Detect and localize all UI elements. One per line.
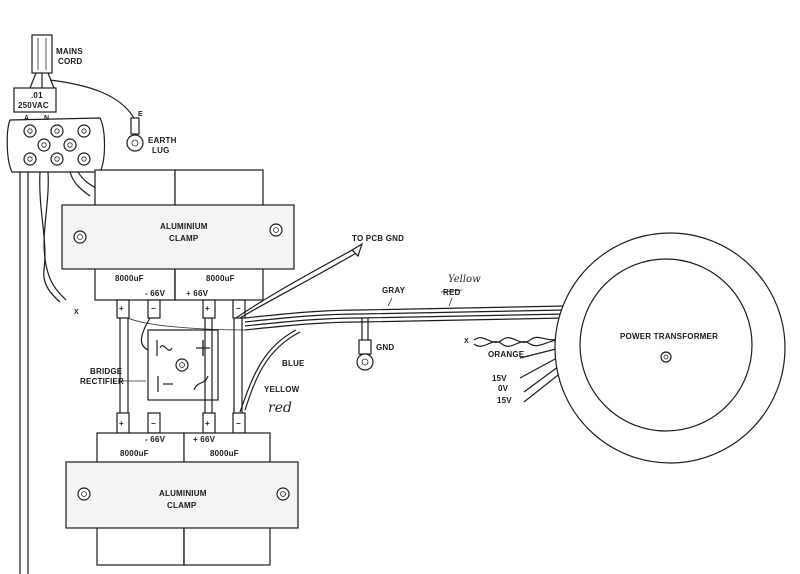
mains-cord-label: MAINS CORD xyxy=(56,47,85,66)
power-transformer xyxy=(554,232,786,464)
bottom-capacitor-bank xyxy=(65,432,299,566)
svg-text:−: − xyxy=(236,304,241,313)
tap-15v-top-label: 15V xyxy=(492,374,507,383)
power-transformer-label: POWER TRANSFORMER xyxy=(620,332,718,341)
mains-terminal-block xyxy=(6,117,106,173)
x-marker-right: X xyxy=(464,338,469,345)
bottom-cap-terminals xyxy=(116,412,246,434)
handwritten-yellow-note: Yellow xyxy=(448,274,481,285)
to-pcb-gnd-label: TO PCB GND xyxy=(352,234,404,243)
bottom-neg-volt-label: - 66V xyxy=(145,435,166,444)
bridge-rectifier-label: BRIDGE RECTIFIER xyxy=(80,367,125,386)
svg-text:−: − xyxy=(236,419,241,428)
terminal-a-label: A xyxy=(24,115,29,122)
yellow-wire-label: YELLOW xyxy=(264,385,300,394)
top-cap-terminals xyxy=(116,299,246,319)
svg-text:+: + xyxy=(119,419,124,428)
bottom-clamp-label: ALUMINIUM CLAMP xyxy=(159,489,209,510)
svg-text:−: − xyxy=(151,304,156,313)
tap-0v-label: 0V xyxy=(498,384,509,393)
red-wire-label: RED xyxy=(443,288,461,297)
svg-text:−: − xyxy=(151,419,156,428)
gnd-label: GND xyxy=(376,343,394,352)
svg-text:+: + xyxy=(119,304,124,313)
bottom-pos-volt-label: + 66V xyxy=(193,435,216,444)
earth-lug-label: EARTH LUG xyxy=(148,136,179,155)
bottom-right-cap-label: 8000uF xyxy=(210,449,239,458)
svg-text:+: + xyxy=(205,419,210,428)
bridge-rectifier xyxy=(119,317,243,418)
handwritten-red-note: red xyxy=(268,400,292,416)
fuse-rating-label: .01 250VAC xyxy=(18,91,49,110)
top-left-cap-label: 8000uF xyxy=(115,274,144,283)
svg-text:+: + xyxy=(205,304,210,313)
orange-wire-label: ORANGE xyxy=(488,350,525,359)
blue-wire-label: BLUE xyxy=(282,359,305,368)
top-right-cap-label: 8000uF xyxy=(206,274,235,283)
top-capacitor-bank xyxy=(61,169,295,301)
tap-15v-bottom-label: 15V xyxy=(497,396,512,405)
mains-cord xyxy=(29,34,135,119)
top-pos-volt-label: + 66V xyxy=(186,289,209,298)
gray-wire-label: GRAY xyxy=(382,286,406,295)
pcb-gnd-lug xyxy=(356,339,374,371)
x-marker-left: X xyxy=(74,309,79,316)
top-neg-volt-label: - 66V xyxy=(145,289,166,298)
transformer-wire-bundle xyxy=(127,242,566,413)
top-clamp-label: ALUMINIUM CLAMP xyxy=(160,222,210,243)
terminal-n-label: N xyxy=(44,115,49,122)
earth-lug xyxy=(126,117,144,152)
fuse-holder xyxy=(13,87,57,113)
bottom-left-cap-label: 8000uF xyxy=(120,449,149,458)
chassis-wire xyxy=(19,171,101,574)
earth-e-label: E xyxy=(138,111,143,118)
